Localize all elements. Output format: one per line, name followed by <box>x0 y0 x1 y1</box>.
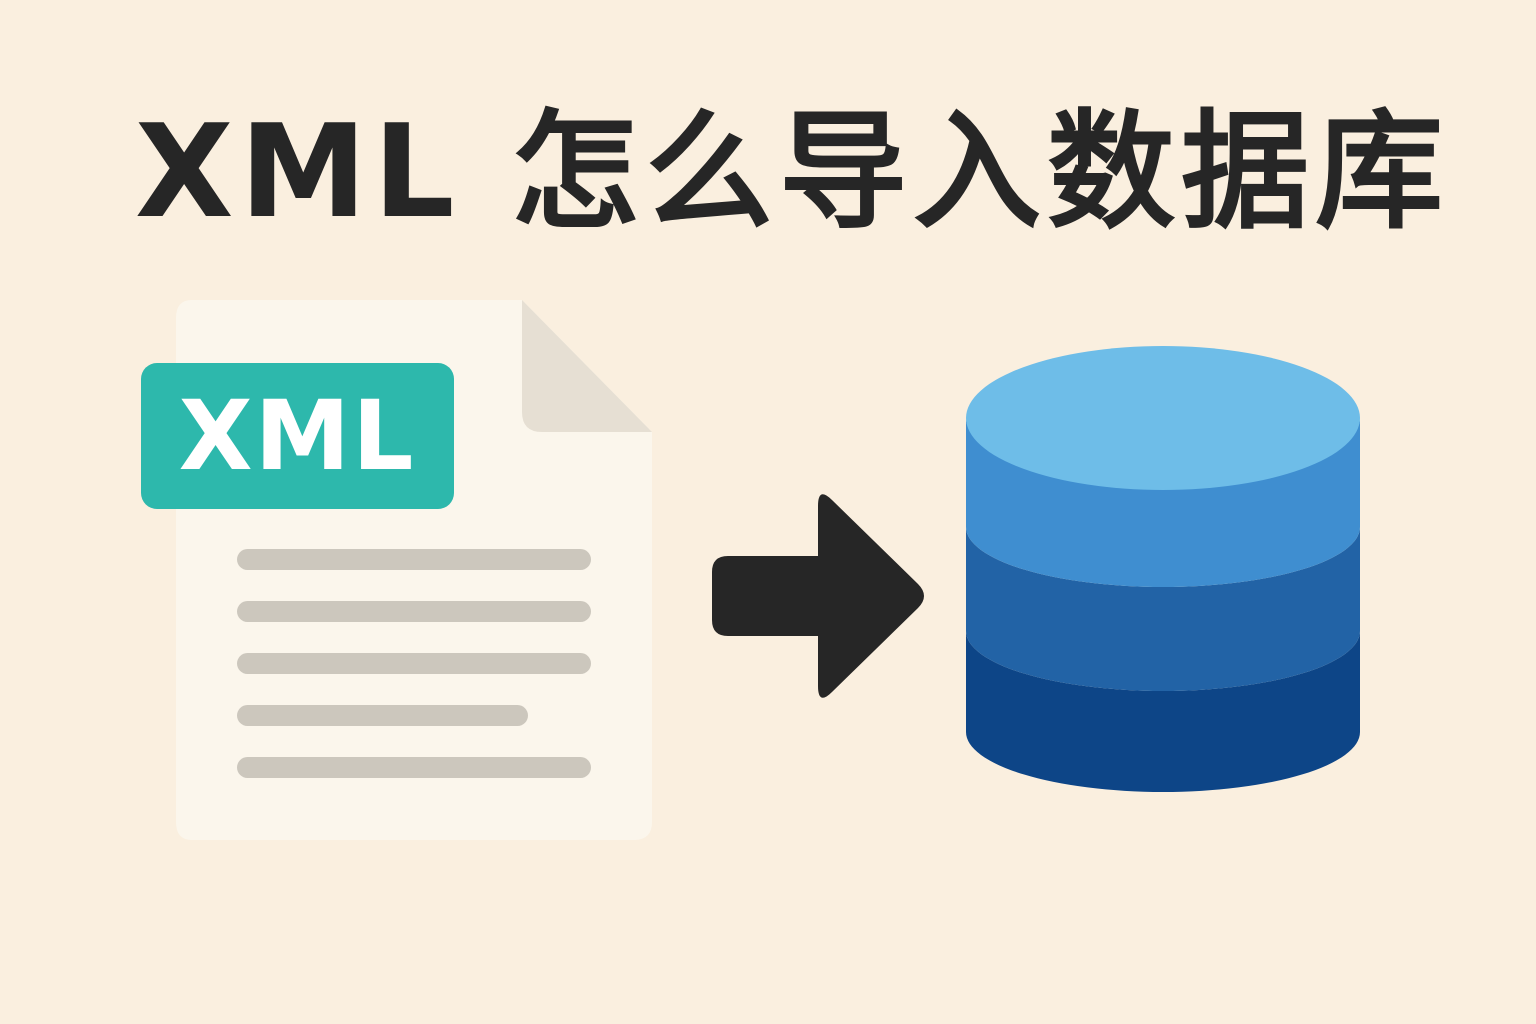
database-layer-top <box>966 418 1360 587</box>
right-arrow-icon <box>712 494 924 698</box>
database-layer-middle <box>966 527 1360 691</box>
database-top-cap <box>966 346 1360 490</box>
file-text-line <box>237 601 591 622</box>
xml-file-icon: XML <box>141 300 652 840</box>
xml-tag-badge <box>141 363 454 509</box>
database-layer-bottom <box>966 631 1360 792</box>
file-fold-corner <box>522 300 652 432</box>
database-cylinder-icon <box>966 346 1360 792</box>
file-text-line <box>237 757 591 778</box>
xml-tag-label: XML <box>179 380 416 492</box>
page-title: XML 怎么导入数据库 <box>134 97 1450 247</box>
file-text-line <box>237 653 591 674</box>
file-text-line <box>237 549 591 570</box>
file-text-line <box>237 705 528 726</box>
